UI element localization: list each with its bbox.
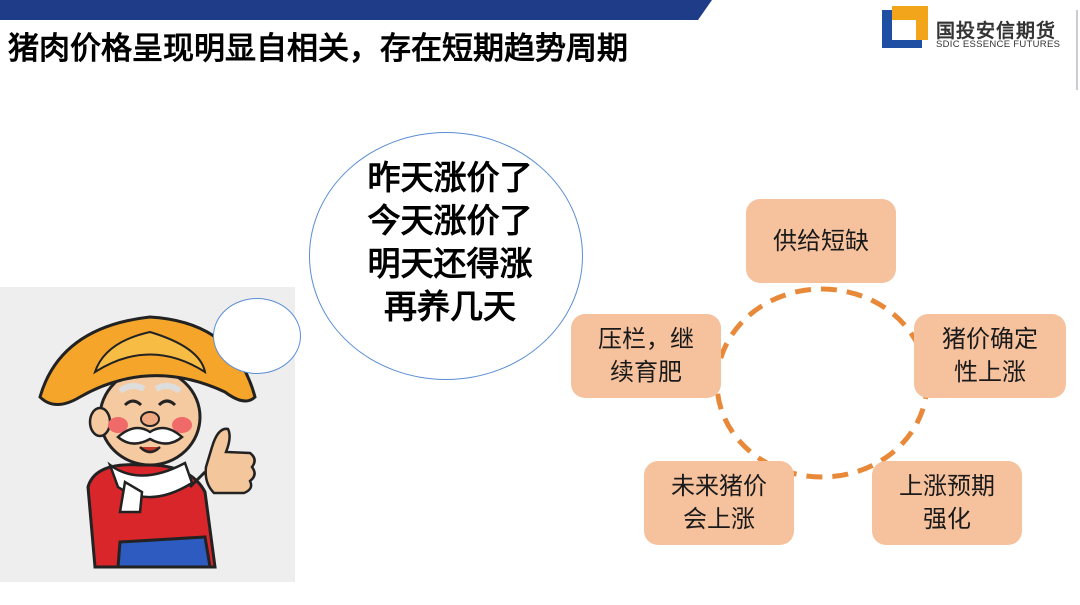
slide-title: 猪肉价格呈现明显自相关，存在短期趋势周期	[8, 31, 628, 67]
company-logo: 国投安信期货 SDIC ESSENCE FUTURES	[882, 6, 1072, 52]
small-thought-bubble	[213, 298, 301, 374]
speech-line-4: 再养几天	[384, 287, 516, 326]
edge-divider	[1076, 10, 1078, 90]
cycle-node-label: 猪价确定 性上涨	[942, 325, 1038, 386]
farmer-illustration	[0, 287, 295, 582]
cycle-node-hold-fatten: 压栏，继 续育肥	[571, 314, 721, 398]
cycle-node-supply-shortage: 供给短缺	[746, 199, 896, 283]
cycle-node-expectation: 上涨预期 强化	[872, 461, 1022, 545]
farmer-image	[38, 315, 257, 569]
top-accent-bar	[0, 0, 712, 20]
speech-bubble-text: 昨天涨价了 今天涨价了 明天还得涨 再养几天	[325, 156, 575, 328]
speech-bubble	[309, 132, 583, 380]
cycle-node-price-rise: 猪价确定 性上涨	[914, 314, 1066, 398]
cycle-node-label: 压栏，继 续育肥	[598, 325, 694, 386]
speech-line-1: 昨天涨价了	[367, 158, 533, 197]
cycle-node-label: 供给短缺	[773, 226, 869, 255]
logo-name-cn: 国投安信期货	[936, 20, 1057, 42]
speech-line-3: 明天还得涨	[367, 244, 533, 283]
cycle-node-future-price: 未来猪价 会上涨	[644, 461, 794, 545]
cycle-node-label: 未来猪价 会上涨	[671, 472, 767, 533]
speech-line-2: 今天涨价了	[367, 201, 533, 240]
logo-mark-icon	[882, 6, 928, 48]
cycle-node-label: 上涨预期 强化	[899, 472, 995, 533]
logo-name-en: SDIC ESSENCE FUTURES	[936, 39, 1061, 50]
